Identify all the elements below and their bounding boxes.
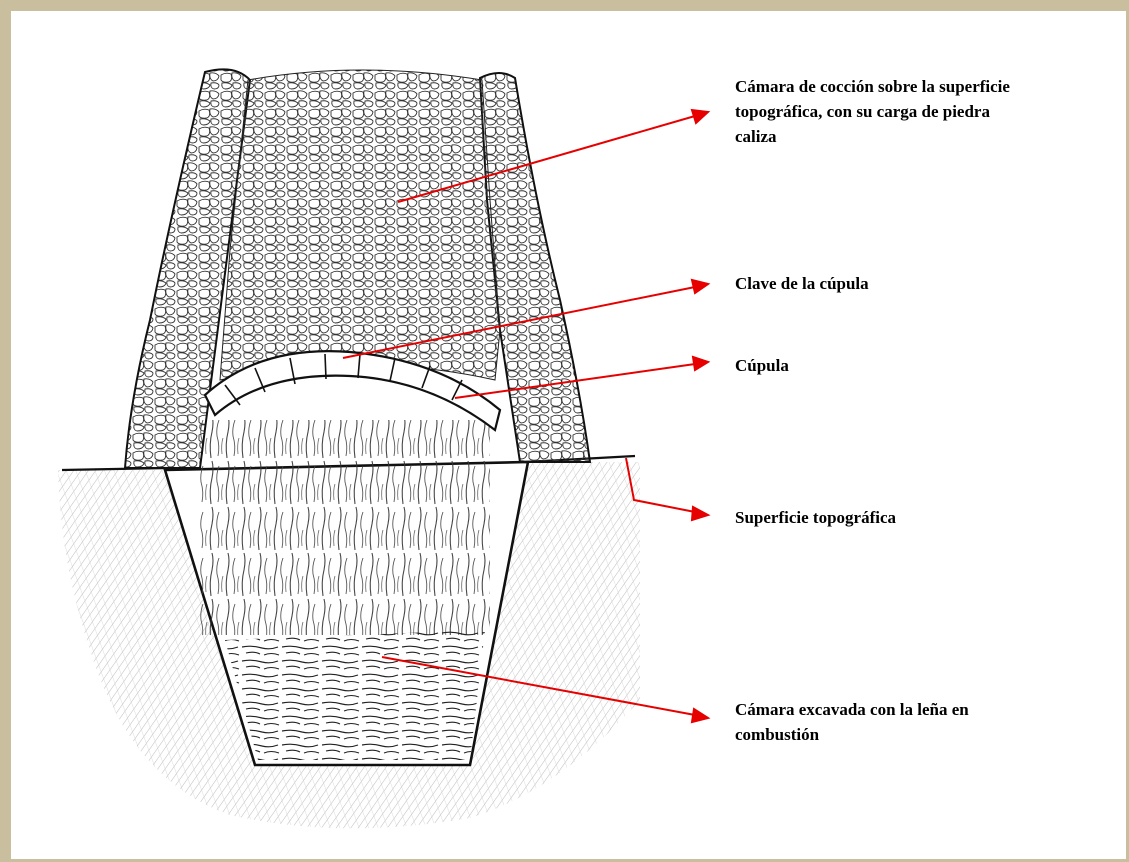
flames-hatching: [200, 420, 490, 635]
label-ground-surface: Superficie topográfica: [735, 505, 1035, 530]
label-dome: Cúpula: [735, 353, 1035, 378]
label-excavated-chamber: Cámara excavada con la leña en combustió…: [735, 697, 1055, 747]
label-dome-keystone: Clave de la cúpula: [735, 271, 1035, 296]
right-stone-wall: [480, 73, 590, 462]
limestone-load: [220, 70, 500, 380]
label-cooking-chamber: Cámara de cocción sobre la superficie to…: [735, 74, 1035, 149]
firewood: [225, 630, 485, 760]
